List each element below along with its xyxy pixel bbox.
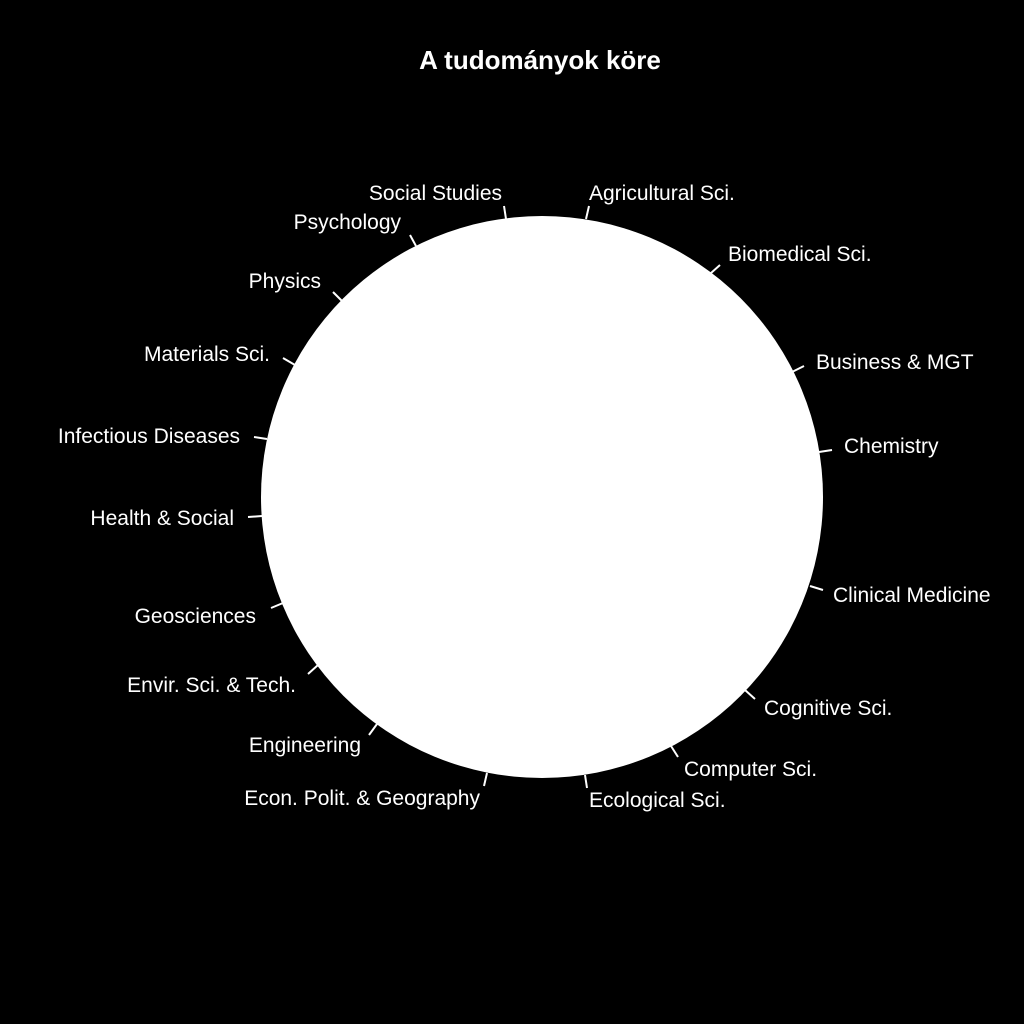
label-cognitive-sci: Cognitive Sci. [764, 697, 892, 720]
label-business-mgt: Business & MGT [816, 351, 974, 374]
tick-health-social [247, 515, 263, 518]
label-biomedical-sci: Biomedical Sci. [728, 243, 872, 266]
label-econ-polit-geography: Econ. Polit. & Geography [244, 787, 480, 810]
tick-envir-sci-tech [307, 664, 319, 675]
tick-biomedical-sci [710, 264, 721, 274]
label-social-studies: Social Studies [369, 182, 502, 205]
tick-cognitive-sci [744, 689, 756, 700]
label-geosciences: Geosciences [135, 605, 256, 628]
tick-social-studies [503, 205, 507, 220]
label-ecological-sci: Ecological Sci. [589, 789, 726, 812]
label-envir-sci-tech: Envir. Sci. & Tech. [127, 674, 296, 697]
tick-materials-sci [282, 357, 296, 366]
label-physics: Physics [249, 270, 321, 293]
tick-computer-sci [670, 745, 679, 758]
tick-physics [332, 291, 343, 302]
tick-geosciences [270, 602, 284, 609]
tick-econ-polit-geography [483, 772, 488, 787]
label-clinical-medicine: Clinical Medicine [833, 584, 991, 607]
label-chemistry: Chemistry [844, 435, 939, 458]
diagram-title: A tudományok köre [419, 45, 661, 75]
science-circle [261, 216, 823, 778]
tick-business-mgt [791, 365, 805, 373]
tick-agricultural-sci [585, 205, 590, 220]
label-infectious-diseases: Infectious Diseases [58, 425, 240, 448]
tick-clinical-medicine [809, 585, 824, 591]
tick-engineering [368, 723, 378, 736]
label-engineering: Engineering [249, 734, 361, 757]
tick-psychology [409, 234, 417, 247]
tick-infectious-diseases [253, 436, 268, 440]
label-psychology: Psychology [294, 211, 402, 234]
tick-chemistry [818, 449, 833, 453]
label-materials-sci: Materials Sci. [144, 343, 270, 366]
tick-ecological-sci [584, 774, 588, 789]
label-agricultural-sci: Agricultural Sci. [589, 182, 735, 205]
label-health-social: Health & Social [90, 507, 234, 530]
label-computer-sci: Computer Sci. [684, 758, 817, 781]
